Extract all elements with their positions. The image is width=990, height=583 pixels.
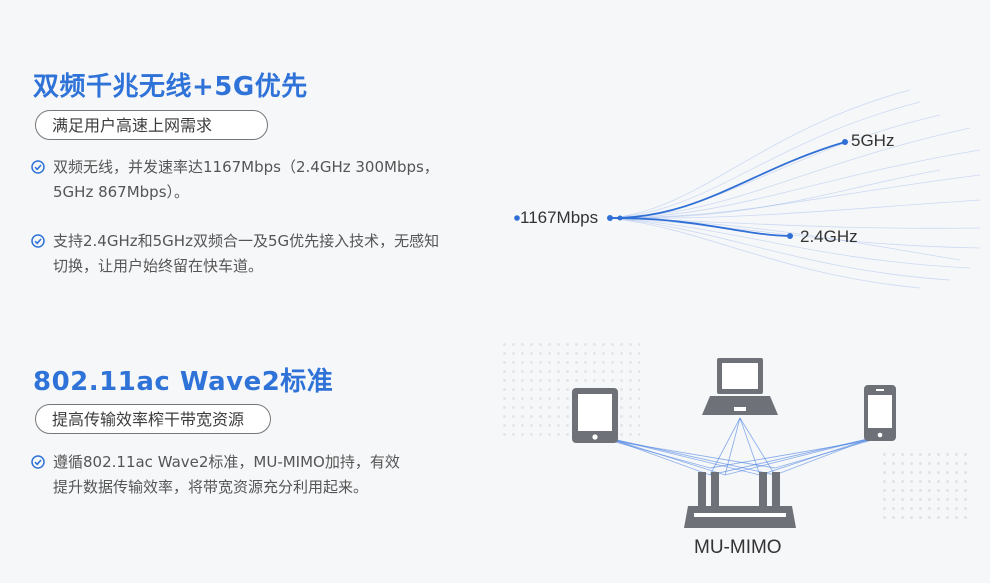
check-circle-icon (31, 234, 45, 248)
feature-item: 遵循802.11ac Wave2标准，MU-MIMO加持，有效 提升数据传输效率… (31, 450, 513, 500)
band-5ghz-label: 5GHz (851, 131, 895, 150)
feature-text-line: 提升数据传输效率，将带宽资源充分利用起来。 (53, 478, 369, 496)
dot-pattern (880, 450, 970, 520)
phone-icon (864, 385, 896, 441)
mu-mimo-diagram (572, 358, 896, 528)
section-tagline: 满足用户高速上网需求 (35, 110, 268, 140)
dual-band-wave-diagram (514, 89, 981, 289)
section-tagline: 提高传输效率榨干带宽资源 (35, 404, 271, 434)
feature-text-line: 双频无线，并发速率达1167Mbps（2.4GHz 300Mbps， (53, 158, 439, 176)
feature-text-line: 5GHz 867Mbps）。 (53, 183, 190, 201)
router-icon (684, 472, 796, 528)
feature-item: 支持2.4GHz和5GHz双频合一及5G优先接入技术，无感知 切换，让用户始终留… (31, 229, 513, 279)
mu-mimo-caption: MU-MIMO (694, 537, 782, 558)
section-title: 双频千兆无线+5G优先 (33, 72, 308, 102)
feature-item: 双频无线，并发速率达1167Mbps（2.4GHz 300Mbps， 5GHz … (31, 155, 513, 205)
total-rate-label: 1167Mbps (520, 208, 599, 227)
check-circle-icon (31, 455, 45, 469)
band-24ghz-label: 2.4GHz (800, 227, 858, 246)
section-title: 802.11ac Wave2标准 (33, 367, 334, 397)
tablet-icon (572, 388, 618, 443)
check-circle-icon (31, 160, 45, 174)
feature-text-line: 遵循802.11ac Wave2标准，MU-MIMO加持，有效 (53, 453, 400, 471)
laptop-icon (702, 358, 778, 415)
feature-text-line: 支持2.4GHz和5GHz双频合一及5G优先接入技术，无感知 (53, 232, 440, 250)
feature-text-line: 切换，让用户始终留在快车道。 (53, 257, 264, 275)
